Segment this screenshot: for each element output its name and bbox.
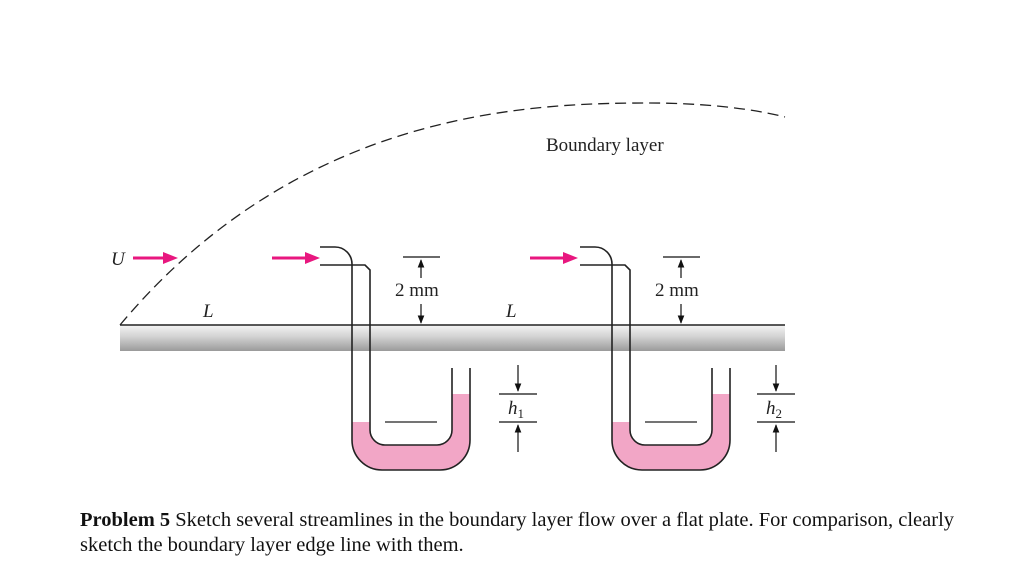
probe-2-arrow [530,252,578,264]
gap-label-1: 2 mm [395,280,439,301]
manometer-2-inner-wall [580,264,713,446]
pitot-manometer-2 [580,246,731,471]
gap-dimension-2 [663,256,700,324]
flow-arrows [133,252,578,264]
boundary-layer-label: Boundary layer [546,135,664,156]
freestream-velocity-label: U [111,249,126,270]
manometer-2-outer-wall [580,246,731,471]
length-label-1: L [202,301,214,322]
probe-1-arrow [272,252,320,264]
problem-number: Problem 5 [80,509,171,531]
problem-text: Sketch several streamlines in the bounda… [80,509,955,556]
height-label-2: h2 [766,398,782,421]
boundary-layer-edge [119,102,786,326]
height-dimension-2 [757,365,795,452]
height-label-1: h1 [508,398,524,421]
pitot-manometer-1 [320,246,471,471]
manometer-1-outer-wall [320,246,471,471]
length-label-2: L [505,301,517,322]
flat-plate [120,325,785,351]
manometer-1-fluid [352,394,470,470]
gap-label-2: 2 mm [655,280,699,301]
gap-dimension-1 [403,256,440,324]
manometer-1-inner-wall [320,264,453,446]
height-dimension-1 [499,365,537,452]
manometer-2-fluid [612,394,730,470]
freestream-arrow [133,252,178,264]
problem-caption: Problem 5 Sketch several streamlines in … [80,508,1010,558]
